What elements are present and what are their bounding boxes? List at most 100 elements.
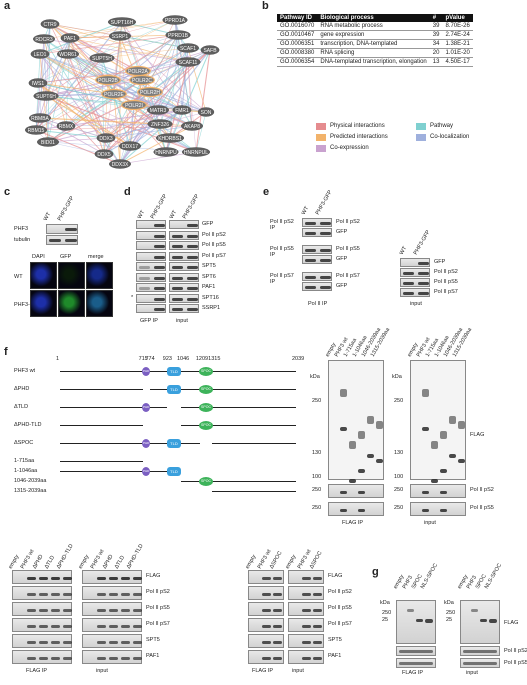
network-edge (119, 35, 207, 113)
legend-swatch (316, 123, 326, 130)
band (422, 509, 429, 512)
blot-strip (248, 650, 284, 664)
band (65, 228, 77, 231)
blot-strip (328, 502, 384, 516)
band (187, 297, 198, 301)
table-cell: 39 (429, 30, 443, 40)
network-node-rbmx: RBMX (56, 121, 76, 131)
network-edge (37, 19, 176, 84)
spoc-domain: SPOC (199, 366, 214, 376)
band (358, 491, 365, 494)
band (27, 625, 36, 628)
blot-strip-input (169, 230, 199, 240)
band (39, 593, 48, 596)
residue-position: 1315 (208, 356, 221, 362)
band-smear (458, 421, 465, 429)
band (154, 287, 165, 290)
phd-domain: PHD (142, 438, 151, 448)
blot-strip (248, 618, 284, 632)
table-cell: 34 (429, 39, 443, 49)
band (39, 625, 48, 628)
svg-text:RBM15: RBM15 (28, 128, 45, 134)
band (97, 593, 106, 596)
network-edge (69, 19, 176, 39)
network-edge (129, 61, 189, 147)
network-edge (65, 47, 189, 127)
band (172, 276, 183, 280)
band (172, 255, 183, 259)
band (471, 609, 478, 612)
blot-strip (302, 228, 332, 237)
spoc-domain: SPOC (199, 476, 214, 486)
svg-text:LEO1: LEO1 (34, 52, 47, 58)
blot-label: GFP (434, 259, 446, 265)
band-smear (349, 441, 356, 449)
band (187, 266, 198, 269)
band (431, 479, 438, 483)
network-node-polr2e: POLR2E (101, 88, 127, 100)
blot-strip (302, 245, 332, 254)
network-edge (45, 37, 71, 97)
kda-label: kDa (380, 600, 390, 606)
band (262, 657, 271, 660)
network-edge (157, 61, 189, 111)
band (440, 469, 447, 473)
band-smear (431, 441, 438, 449)
network-node-rdcr3: RDCR3 (33, 34, 55, 44)
band (63, 657, 72, 660)
network-node-polr2i: POLR2I (121, 99, 147, 111)
blot-strip (82, 618, 142, 632)
lane-label: PHF3-GFP (181, 193, 201, 220)
svg-text:MATR3: MATR3 (150, 108, 167, 114)
blot-footer: FLAG IP (26, 668, 48, 674)
panel-label-f: f (4, 346, 8, 358)
network-node-rbm15: RBM15 (25, 125, 47, 135)
tld-domain: TLD (166, 366, 181, 376)
blot-footer: input (466, 670, 478, 676)
blot-strip (288, 570, 324, 584)
blot-strip (248, 602, 284, 616)
blot-label: SPT16 (202, 294, 219, 301)
blot-label: Pol II pS2 (470, 487, 494, 493)
network-node-pprd1b: PPRD1B (165, 30, 191, 40)
network-node-polr2a: POLR2A (125, 65, 151, 77)
band-smear (367, 416, 374, 424)
construct-label: ΔPHD-TLD (14, 422, 42, 428)
svg-text:HNRNPU: HNRNPU (155, 150, 177, 156)
lane-label: PHF3-GFP (56, 195, 76, 222)
band (133, 625, 142, 628)
band (51, 657, 60, 660)
band (422, 491, 429, 494)
network-edge (119, 109, 159, 165)
micrograph (86, 290, 113, 317)
blot-strip-ip (136, 262, 166, 271)
band (121, 641, 130, 644)
blot-strip-input (169, 272, 199, 282)
marker-label: 25 (382, 617, 389, 623)
blot-label: Pol II pS5 (504, 660, 527, 666)
svg-text:BID01: BID01 (41, 140, 55, 146)
band (51, 593, 60, 596)
network-edge (39, 117, 161, 125)
kda-label: kDa (392, 374, 402, 380)
band (489, 619, 497, 623)
band (403, 292, 414, 295)
band (172, 266, 183, 269)
band (97, 625, 106, 628)
band (63, 609, 72, 612)
network-node-znf326: ZNF326 (147, 119, 173, 129)
blot-footer: input (410, 301, 422, 307)
band (399, 650, 433, 653)
network-edge (39, 117, 105, 155)
construct-line (60, 461, 143, 463)
band (187, 255, 198, 259)
band (154, 266, 165, 269)
network-edge (119, 35, 189, 49)
band (97, 577, 106, 580)
blot-label: Pol II pS5 (202, 242, 226, 248)
svg-text:RBMBA: RBMBA (31, 116, 49, 122)
table-cell: DNA-templated transcription, elongation (317, 57, 430, 67)
band (313, 625, 322, 628)
